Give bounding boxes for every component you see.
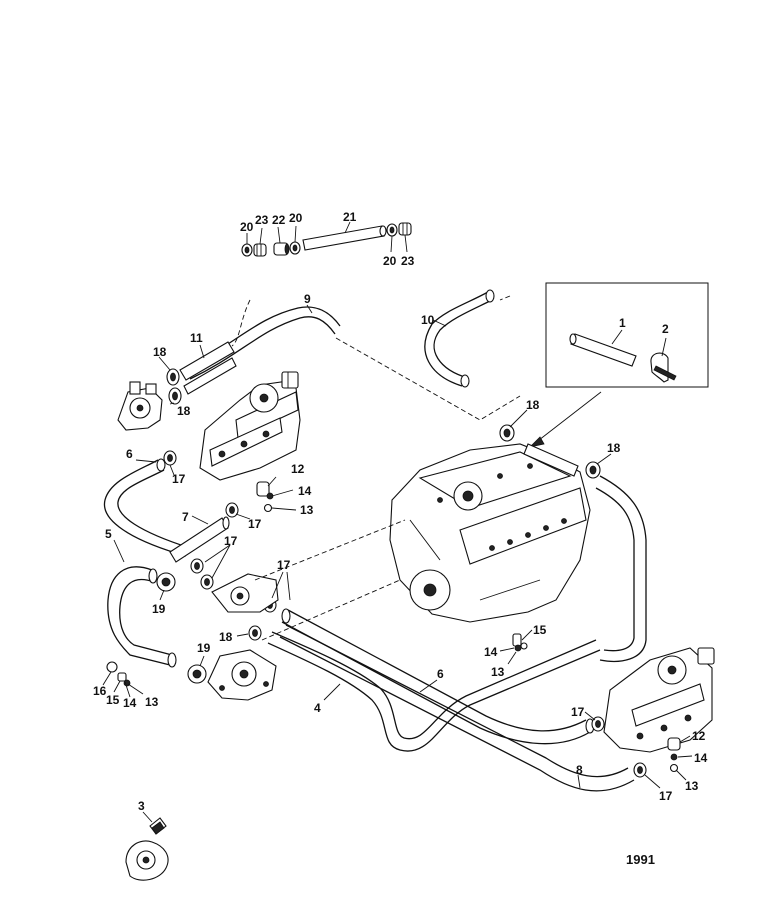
label-18: 18	[607, 441, 621, 455]
label-17: 17	[659, 789, 673, 803]
label-8: 8	[576, 763, 583, 777]
fittings-left	[256, 476, 297, 513]
inset-frame	[528, 282, 709, 448]
leader-lines	[113, 304, 661, 789]
water-pump	[207, 649, 277, 701]
exhaust-manifold-left	[199, 371, 301, 481]
fittings-right	[667, 735, 693, 781]
engine-block	[389, 443, 591, 623]
clamps-17-right	[591, 716, 647, 778]
part-3	[125, 811, 169, 881]
label-6: 6	[126, 447, 133, 461]
hose-5	[107, 566, 177, 668]
label-7: 7	[182, 510, 189, 524]
part-labels: 20 23 22 20 21 20 23 1 2 9 10 11 18 18 1…	[93, 210, 708, 867]
label-21: 21	[343, 210, 357, 224]
label-17: 17	[224, 534, 238, 548]
label-15: 15	[533, 623, 547, 637]
thermostat-block	[211, 573, 279, 613]
label-5: 5	[105, 527, 112, 541]
label-20: 20	[383, 254, 397, 268]
label-19: 19	[197, 641, 211, 655]
hose-4	[267, 631, 601, 752]
label-1: 1	[619, 316, 626, 330]
hose-8	[279, 624, 635, 792]
hose-11	[179, 341, 237, 395]
thermostat-housing-left	[117, 381, 163, 431]
label-17: 17	[248, 517, 262, 531]
label-18: 18	[177, 404, 191, 418]
label-2: 2	[662, 322, 669, 336]
label-12: 12	[291, 462, 305, 476]
hose-6-lower	[281, 608, 595, 745]
fitting-23-left	[253, 243, 267, 257]
label-14: 14	[298, 484, 312, 498]
label-14: 14	[123, 696, 137, 710]
label-15: 15	[106, 693, 120, 707]
label-6: 6	[437, 667, 444, 681]
label-17: 17	[172, 472, 186, 486]
label-12: 12	[692, 729, 706, 743]
hose-7	[169, 516, 230, 563]
label-14: 14	[484, 645, 498, 659]
label-20: 20	[289, 211, 303, 225]
label-10: 10	[421, 313, 435, 327]
label-18: 18	[526, 398, 540, 412]
label-18: 18	[219, 630, 233, 644]
label-16: 16	[93, 684, 107, 698]
label-3: 3	[138, 799, 145, 813]
fitting-22	[273, 242, 290, 256]
clamps-18	[166, 368, 601, 641]
label-9: 9	[304, 292, 311, 306]
hose-right-vertical	[595, 475, 647, 663]
label-17: 17	[571, 705, 585, 719]
fitting-23-right	[398, 222, 412, 236]
label-23: 23	[255, 213, 269, 227]
hose-kit-group	[241, 221, 412, 257]
clamp-20-right	[386, 223, 398, 237]
label-22: 22	[272, 213, 286, 227]
clamp-20-left	[241, 243, 253, 257]
label-13: 13	[300, 503, 314, 517]
clamps-19	[156, 572, 207, 684]
label-14: 14	[694, 751, 708, 765]
label-4: 4	[314, 701, 321, 715]
figure-number: 1991	[626, 852, 655, 867]
label-17: 17	[277, 558, 291, 572]
clamp-20-mid	[289, 241, 301, 255]
label-18: 18	[153, 345, 167, 359]
hose-6-upper	[103, 458, 191, 557]
label-11: 11	[190, 331, 203, 345]
label-13: 13	[685, 779, 699, 793]
hose-9	[185, 295, 521, 421]
hose-21	[302, 225, 387, 251]
label-23: 23	[401, 254, 415, 268]
hose-10	[424, 289, 495, 388]
label-20: 20	[240, 220, 254, 234]
fittings-pump	[102, 661, 144, 698]
fittings-center	[499, 629, 533, 665]
label-13: 13	[145, 695, 159, 709]
engine-pipe	[523, 443, 579, 477]
label-13: 13	[491, 665, 505, 679]
label-19: 19	[152, 602, 166, 616]
connection-lines	[254, 519, 406, 641]
exhaust-manifold-right	[603, 647, 715, 753]
